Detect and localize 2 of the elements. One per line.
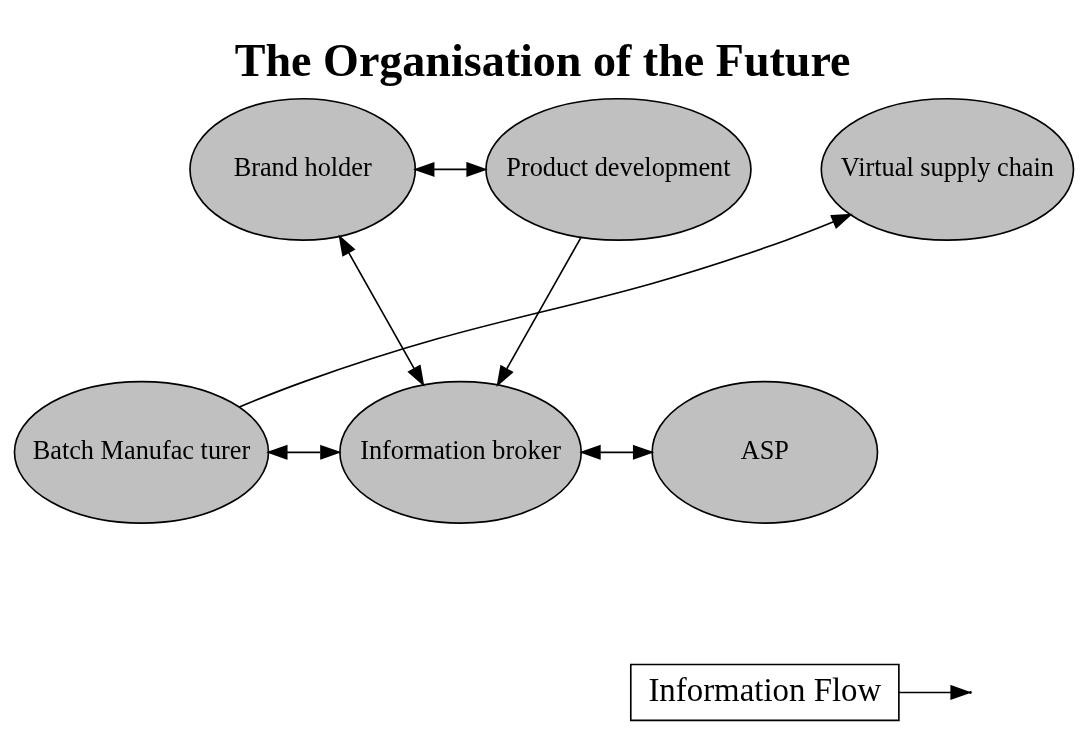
legend-label: Information Flow [648, 671, 882, 708]
diagram-title: The Organisation of the Future [234, 35, 851, 87]
